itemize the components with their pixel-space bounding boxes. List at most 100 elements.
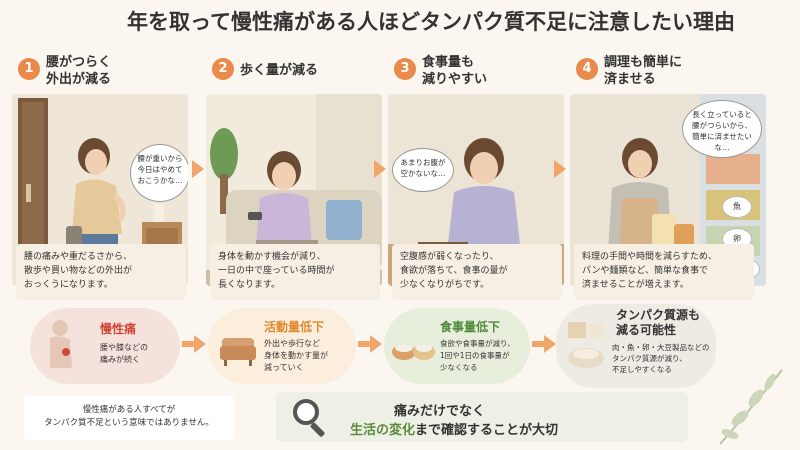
panel-3: 3 食事量も 減りやすい あまりお腹が 空かないな… 空腹感が弱くなったり、 食… <box>388 48 564 300</box>
panel-1-title-line2: 外出が減る <box>46 72 112 87</box>
caption-1-line3: おっくうになります。 <box>24 280 113 290</box>
magnifier-icon <box>293 399 325 437</box>
panel-1: 1 腰がつらく 外出が減る 腰が重いから 今日はやめて おこうかな… <box>12 48 188 300</box>
flow-arrow-1-bar <box>182 341 196 347</box>
flow-arrow-3 <box>544 335 556 353</box>
flow-arrow-2 <box>370 335 382 353</box>
disclaimer-note: 慢性痛がある人すべてが タンパク質不足という意味ではありません。 <box>24 396 234 440</box>
panel-4-title-line1: 調理も簡単に <box>604 55 683 70</box>
flow-1-line2: 痛みが続く <box>100 355 140 364</box>
step-number-3: 3 <box>394 58 416 80</box>
flow-arrow-3-bar <box>532 341 546 347</box>
bubble-4-line4: な… <box>714 143 730 152</box>
key-message: 痛みだけでなく 生活の変化まで確認することが大切 <box>276 392 688 442</box>
caption-2-line2: 一日の中で座っている時間が <box>218 266 335 276</box>
flow-4-title-line2: 減る可能性 <box>616 323 677 337</box>
flow-activity-text: 外出や歩行など 身体を動かす量が 減っていく <box>264 338 328 374</box>
flow-meal-text: 食欲や食事量が減り、 1回や1日の食事量が 少なくなる <box>440 338 515 374</box>
caption-2-line3: 長くなります。 <box>218 280 281 290</box>
bubble-3-line2: 空かないな… <box>400 169 446 178</box>
step-number-1: 1 <box>18 58 40 80</box>
flow-arrow-1 <box>194 335 206 353</box>
leaf-decoration-icon <box>719 369 783 445</box>
step-arrow-3 <box>554 160 566 178</box>
caption-2-line1: 身体を動かす機会が減り、 <box>218 252 326 262</box>
key-message-rest: まで確認することが大切 <box>415 423 559 438</box>
caption-1-line2: 散歩や買い物などの外出が <box>24 266 133 276</box>
thought-bubble-4: 長く立っていると 腰がつらいから、 簡単に済ませたい な… <box>682 100 762 158</box>
flow-chronic-pain-text: 腰や膝などの 痛みが続く <box>100 342 148 366</box>
panel-1-header: 1 腰がつらく 外出が減る <box>12 48 188 94</box>
protein-food-icon <box>568 322 604 368</box>
panel-4: 4 調理も簡単に 済ませる 長く立っていると 腰がつらいから、 簡単に済ませたい… <box>570 48 766 300</box>
flow-4-line3: 不足しやすくなる <box>612 365 672 374</box>
flow-4-line2: タンパク質源が減り、 <box>612 354 687 363</box>
caption-4-line1: 料理の手間や時間を減らすため、 <box>582 252 717 262</box>
flow-chronic-pain-title: 慢性痛 <box>100 322 137 336</box>
flow-2-line1: 外出や歩行など <box>264 339 320 348</box>
key-message-line1: 痛みだけでなく <box>394 404 486 419</box>
flow-4-title-line1: タンパク質源も <box>616 308 701 322</box>
panel-2-header: 2 歩く量が減る <box>206 48 382 94</box>
bubble-3-line1: あまりお腹が <box>400 158 446 167</box>
bubble-4-line3: 簡単に済ませたい <box>692 132 752 141</box>
armchair-icon <box>220 338 256 366</box>
flow-1-line1: 腰や膝などの <box>100 343 148 352</box>
flow-3-line1: 食欲や食事量が減り、 <box>440 339 515 348</box>
flow-2-line3: 減っていく <box>264 363 304 372</box>
key-message-line2: 生活の変化まで確認することが大切 <box>350 419 558 438</box>
step-arrow-2 <box>374 160 386 178</box>
bubble-4-line2: 腰がつらいから、 <box>692 121 752 130</box>
flow-arrow-2-bar <box>358 341 372 347</box>
panel-4-caption: 料理の手間や時間を減らすため、 パンや麺類など、簡単な食事で 済ませることが増え… <box>574 244 754 300</box>
bubble-1-line2: 今日はやめて <box>137 165 183 174</box>
flow-2-line2: 身体を動かす量が <box>264 351 328 360</box>
food-tag-fish: 魚 <box>722 196 752 218</box>
panel-2-title-line1: 歩く量が減る <box>240 63 319 78</box>
panel-3-title: 食事量も 減りやすい <box>422 54 487 88</box>
panel-2-title: 歩く量が減る <box>240 62 318 79</box>
bubble-4-line1: 長く立っていると <box>692 110 752 119</box>
bubble-1-line3: おこうかな… <box>137 176 183 185</box>
flow-chronic-pain: 慢性痛 腰や膝などの 痛みが続く <box>30 308 180 384</box>
panel-4-title: 調理も簡単に 済ませる <box>604 54 682 88</box>
panel-3-title-line1: 食事量も <box>422 55 475 70</box>
flow-4-line1: 肉・魚・卵・大豆製品などの <box>612 343 710 352</box>
note-line2: タンパク質不足という意味ではありません。 <box>44 418 214 428</box>
step-number-4: 4 <box>576 58 598 80</box>
panel-4-header: 4 調理も簡単に 済ませる <box>570 48 766 94</box>
panel-2: 2 歩く量が減る 身体を動かす機会が減り、 一日の中で座っている時間が 長くなり… <box>206 48 382 300</box>
flow-meal-title: 食事量低下 <box>440 320 501 334</box>
page-title: 年を取って慢性痛がある人ほどタンパク質不足に注意したい理由 <box>127 10 735 34</box>
flow-3-line2: 1回や1日の食事量が <box>440 351 510 360</box>
step-arrow-1 <box>192 160 204 178</box>
back-pain-icon <box>50 320 72 368</box>
panel-3-title-line2: 減りやすい <box>422 72 488 87</box>
caption-3-line1: 空腹感が弱くなったり、 <box>400 252 499 262</box>
flow-protein-decrease: タンパク質源も 減る可能性 肉・魚・卵・大豆製品などの タンパク質源が減り、 不… <box>556 304 716 388</box>
thought-bubble-3: あまりお腹が 空かないな… <box>392 148 454 192</box>
meal-bowl-icon <box>392 344 435 360</box>
panel-1-title-line1: 腰がつらく <box>46 55 112 70</box>
step-number-2: 2 <box>212 58 234 80</box>
note-line1: 慢性痛がある人すべてが <box>82 405 176 415</box>
panel-1-caption: 腰の痛みや重だるさから、 散歩や買い物などの外出が おっくうになります。 <box>16 244 186 300</box>
flow-meal-decrease: 食事量低下 食欲や食事量が減り、 1回や1日の食事量が 少なくなる <box>384 308 530 384</box>
thought-bubble-1: 腰が重いから 今日はやめて おこうかな… <box>130 144 188 202</box>
flow-protein-text: 肉・魚・卵・大豆製品などの タンパク質源が減り、 不足しやすくなる <box>612 342 710 375</box>
flow-activity-decrease: 活動量低下 外出や歩行など 身体を動かす量が 減っていく <box>208 308 356 384</box>
panel-1-title: 腰がつらく 外出が減る <box>46 54 111 88</box>
caption-1-line1: 腰の痛みや重だるさから、 <box>24 252 133 262</box>
caption-4-line3: 済ませることが増えます。 <box>582 280 689 290</box>
flow-activity-title: 活動量低下 <box>264 320 325 334</box>
panel-2-caption: 身体を動かす機会が減り、 一日の中で座っている時間が 長くなります。 <box>210 244 380 300</box>
caption-4-line2: パンや麺類など、簡単な食事で <box>582 266 709 276</box>
caption-3-line2: 食欲が落ちて、食事の量が <box>400 266 508 276</box>
panel-3-header: 3 食事量も 減りやすい <box>388 48 564 94</box>
panel-3-caption: 空腹感が弱くなったり、 食欲が落ちて、食事の量が 少なくなりがちです。 <box>392 244 562 300</box>
bubble-1-line1: 腰が重いから <box>137 154 183 163</box>
caption-3-line3: 少なくなりがちです。 <box>400 280 490 290</box>
panel-4-title-line2: 済ませる <box>604 72 656 87</box>
flow-protein-title: タンパク質源も 減る可能性 <box>616 308 700 338</box>
flow-3-line3: 少なくなる <box>440 363 478 372</box>
